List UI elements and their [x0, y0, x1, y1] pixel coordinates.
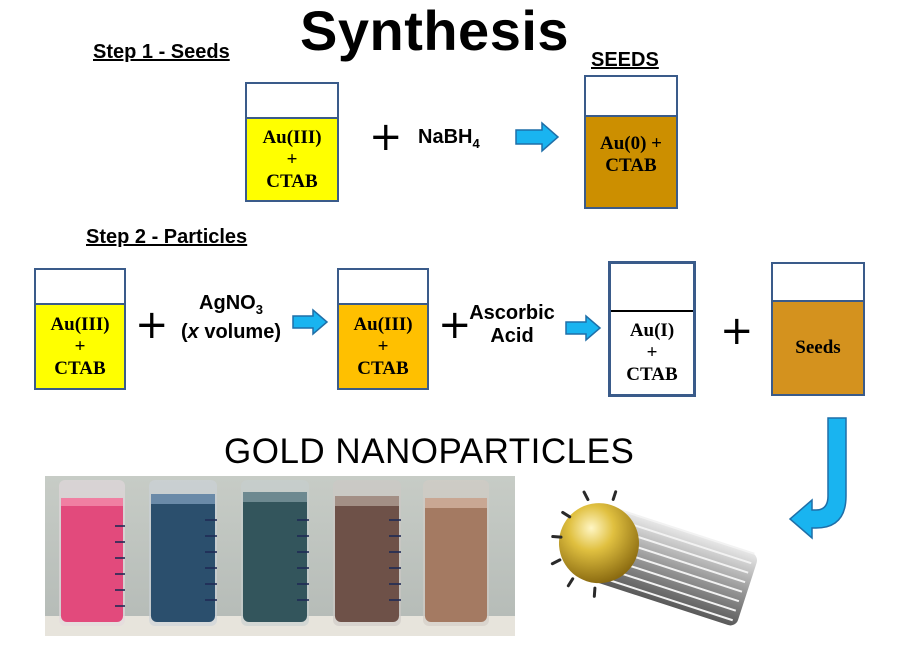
- nanoparticle-vials-photo: [45, 476, 515, 636]
- beaker-text-line1: Seeds: [795, 337, 841, 358]
- vial-pink: [59, 480, 125, 626]
- step2-beaker-seeds: Seeds: [771, 262, 865, 396]
- beaker-text-line1: Au(0) +: [599, 133, 663, 154]
- arrow-down-left-icon: [788, 417, 847, 540]
- agno3-reagent: AgNO3 (x volume): [170, 292, 292, 344]
- reagent-subscript: 3: [255, 302, 263, 317]
- reagent-text: NaBH: [418, 126, 473, 148]
- seeds-beaker: Au(0) + CTAB: [584, 75, 678, 209]
- beaker-text-line1: Au(III): [262, 126, 322, 148]
- vial-blue: [149, 480, 217, 626]
- gold-nanorod-illustration: [550, 490, 758, 626]
- vial-brown: [333, 480, 401, 626]
- beaker-text-line2: +: [377, 335, 389, 357]
- step2-label: Step 2 - Particles: [86, 226, 248, 248]
- beaker-text-line2: CTAB: [605, 155, 657, 176]
- beaker-text-line1: Au(I): [629, 320, 675, 341]
- arrow-right-icon: [565, 314, 602, 342]
- nabh4-reagent: NaBH4: [418, 126, 480, 155]
- beaker-text-line3: CTAB: [626, 364, 678, 385]
- seeds-label: SEEDS: [591, 49, 659, 71]
- step2-beaker-au3-ctab-ag: Au(III) + CTAB: [337, 268, 429, 390]
- step1-label: Step 1 - Seeds: [93, 41, 230, 63]
- beaker-text-line3: CTAB: [266, 170, 318, 192]
- reagent-text: AgNO: [199, 292, 256, 314]
- beaker-text-line2: +: [646, 342, 658, 363]
- step2-beaker-au3-ctab: Au(III) + CTAB: [34, 268, 126, 390]
- reagent-line2: Acid: [490, 325, 534, 347]
- beaker-text-line3: CTAB: [54, 357, 106, 379]
- vial-tan: [423, 480, 489, 626]
- beaker-text-line3: CTAB: [357, 357, 409, 379]
- reagent-variable: x: [187, 321, 199, 343]
- reagent-paren: (: [180, 321, 188, 343]
- reagent-line1: Ascorbic: [469, 302, 555, 324]
- plus-sign: +: [369, 114, 403, 160]
- vial-teal: [241, 480, 309, 626]
- step1-beaker-au3-ctab: Au(III) + CTAB: [245, 82, 339, 202]
- reagent-volume-text: volume): [198, 321, 282, 343]
- plus-sign: +: [720, 308, 754, 354]
- step2-beaker2-liquid: Au(III) + CTAB: [339, 303, 427, 388]
- plus-sign: +: [438, 302, 472, 348]
- beaker-text-line1: Au(III): [50, 313, 110, 335]
- beaker-text-line2: +: [286, 148, 298, 170]
- step1-beaker-liquid: Au(III) + CTAB: [247, 117, 337, 200]
- arrow-right-icon: [515, 121, 560, 153]
- step2-beaker4-liquid: Seeds: [773, 300, 863, 394]
- arrow-right-icon: [292, 308, 329, 336]
- page-title: Synthesis: [300, 0, 570, 62]
- reagent-subscript: 4: [472, 136, 480, 151]
- step2-beaker1-liquid: Au(III) + CTAB: [36, 303, 124, 388]
- beaker-text-line1: Au(III): [353, 313, 413, 335]
- plus-sign: +: [135, 302, 169, 348]
- beaker-text-line2: +: [74, 335, 86, 357]
- step2-beaker-au1-ctab: Au(I) + CTAB: [608, 261, 696, 397]
- step2-beaker3-liquid: Au(I) + CTAB: [611, 310, 693, 394]
- ascorbic-acid-reagent: Ascorbic Acid: [464, 302, 560, 348]
- seeds-beaker-liquid: Au(0) + CTAB: [586, 115, 676, 207]
- gold-nanoparticles-label: GOLD NANOPARTICLES: [224, 432, 635, 471]
